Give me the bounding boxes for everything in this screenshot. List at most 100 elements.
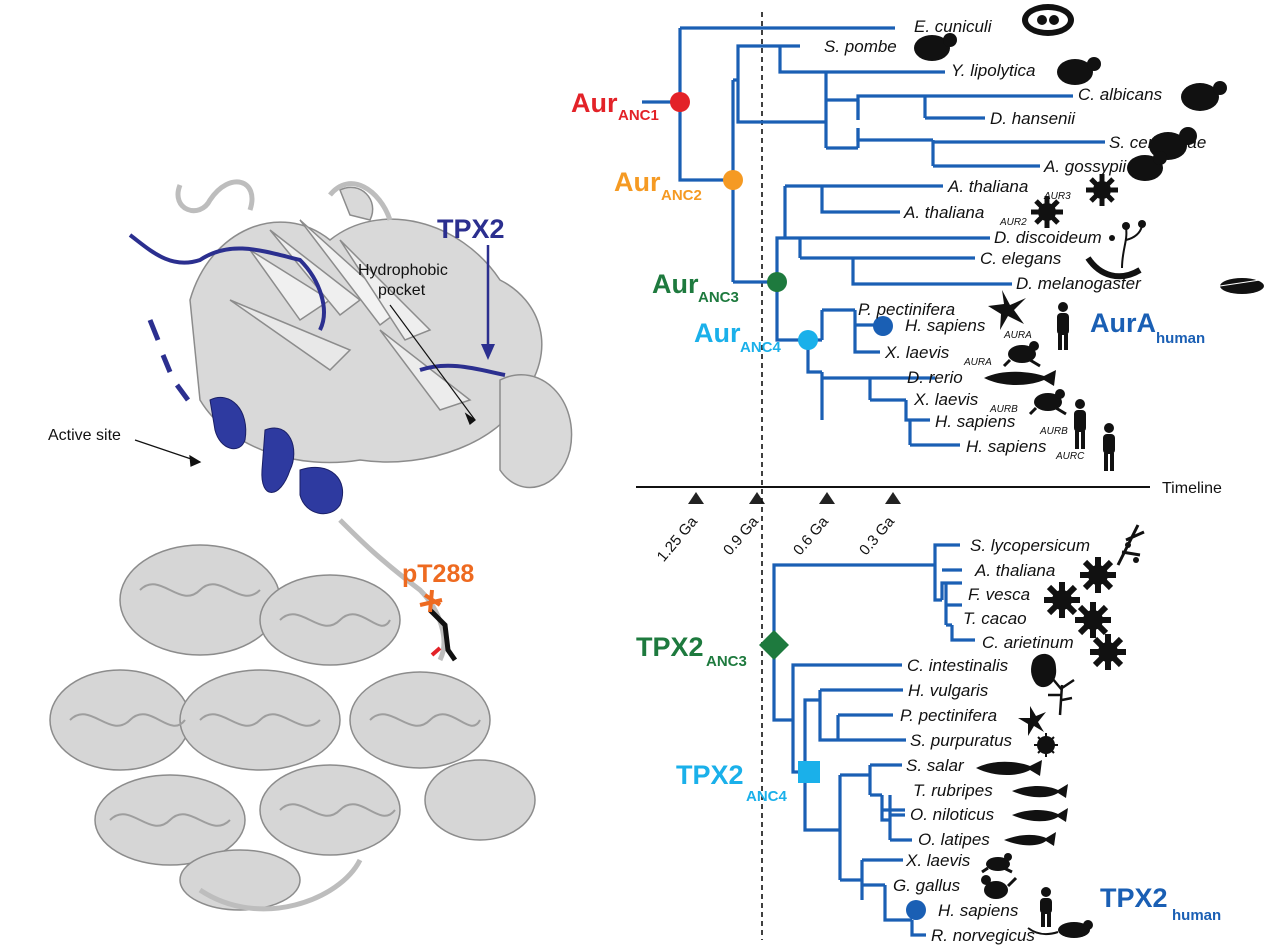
tip-x-laevis-aurb-sub: AURB: [989, 404, 1018, 415]
tip-e-cuniculi: E. cuniculi: [914, 17, 993, 36]
tip-g-gallus: G. gallus: [893, 876, 961, 895]
tip-d-rerio: D. rerio: [907, 368, 963, 387]
tip-a-thaliana-aur3: A. thaliana: [947, 177, 1028, 196]
tip-d-discoideum: D. discoideum: [994, 228, 1102, 247]
tip-h-sapiens-aurc-sub: AURC: [1055, 451, 1085, 462]
tip-t-cacao: T. cacao: [963, 609, 1027, 628]
tip-o-niloticus: O. niloticus: [910, 805, 995, 824]
aura-human-label: AurA human: [1090, 308, 1205, 347]
human-icon: [1103, 423, 1115, 471]
svg-text:ANC2: ANC2: [661, 187, 702, 204]
tip-o-latipes: O. latipes: [918, 830, 990, 849]
fish-icon: [984, 370, 1056, 386]
tpx2-anc3-node: [759, 630, 789, 660]
svg-text:human: human: [1172, 907, 1221, 924]
yeast-icon: [914, 33, 957, 61]
human-icon: [1057, 302, 1069, 350]
pt288-residue: [419, 589, 458, 662]
anc4-node: [798, 330, 818, 350]
tip-h-vulgaris: H. vulgaris: [908, 681, 989, 700]
tip-x-laevis-aura-sub: AURA: [963, 357, 992, 368]
svg-text:ANC4: ANC4: [740, 339, 781, 356]
tip-f-vesca: F. vesca: [968, 585, 1030, 604]
starfish-icon: [1018, 706, 1046, 736]
yeast-icon: [1181, 81, 1227, 111]
tip-y-lipolytica: Y. lipolytica: [951, 61, 1035, 80]
tick-0-3-ga: 0.3 Ga: [856, 513, 898, 559]
sea-squirt-icon: [1031, 653, 1057, 688]
rat-icon: [1027, 920, 1093, 938]
tip-s-lycopersicum: S. lycopersicum: [970, 536, 1090, 555]
svg-text:TPX2: TPX2: [1100, 883, 1168, 913]
tip-d-melanogaster: D. melanogaster: [1016, 274, 1142, 293]
timeline-ticks: [688, 492, 901, 504]
tip-p-pectinifera-tpx2: P. pectinifera: [900, 706, 997, 725]
svg-text:TPX2: TPX2: [636, 632, 704, 662]
tip-a-gossypii: A. gossypii: [1043, 157, 1127, 176]
tick-1-25-ga: 1.25 Ga: [654, 513, 702, 565]
tip-a-thaliana-aur3-sub: AUR3: [1043, 191, 1071, 202]
aur-anc1-label: Aur ANC1: [571, 88, 659, 124]
tpx2-tip-labels: S. lycopersicum A. thaliana F. vesca T. …: [893, 536, 1090, 945]
tip-s-salar: S. salar: [906, 756, 965, 775]
frog-icon: [1028, 389, 1067, 416]
aur-anc2-label: Aur ANC2: [614, 167, 702, 204]
plant-flower-icon: [1075, 602, 1111, 638]
plant-flower-icon: [1086, 174, 1118, 206]
aur-anc4-label: Aur ANC4: [694, 318, 781, 356]
tpx2-tree-branches: [772, 543, 975, 937]
timeline-label: Timeline: [1162, 480, 1222, 497]
tip-p-pectinifera: P. pectinifera: [858, 300, 955, 319]
aur-anc3-label: Aur ANC3: [652, 269, 739, 306]
tpx2-tree: TPX2 ANC3 TPX2 ANC4 TPX2 human S. lycope…: [636, 524, 1221, 945]
tip-d-hansenii: D. hansenii: [990, 109, 1076, 128]
tip-x-laevis-tpx2: X. laevis: [905, 851, 971, 870]
svg-text:ANC1: ANC1: [618, 107, 659, 124]
tip-h-sapiens-aurc: H. sapiens: [966, 437, 1047, 456]
aurora-tree: Aur ANC1 Aur ANC2 Aur ANC3 Aur ANC4 AurA…: [571, 4, 1264, 471]
tick-0-6-ga: 0.6 Ga: [790, 513, 832, 559]
svg-text:Aur: Aur: [614, 167, 661, 197]
active-site-label: Active site: [48, 427, 121, 444]
tpx2-structure-label: TPX2: [437, 214, 505, 244]
tip-h-sapiens-tpx2: H. sapiens: [938, 901, 1019, 920]
annotation-arrows: [134, 304, 477, 467]
tip-a-thaliana-aur2-sub: AUR2: [999, 217, 1027, 228]
tpx2-silhouettes: [976, 524, 1145, 938]
svg-text:ANC3: ANC3: [706, 653, 747, 670]
frog-icon: [981, 853, 1013, 874]
anc1-node: [670, 92, 690, 112]
tpx2-anc4-node: [798, 761, 820, 783]
tip-c-intestinalis: C. intestinalis: [907, 656, 1009, 675]
tick-0-9-ga: 0.9 Ga: [720, 513, 762, 559]
tip-x-laevis-aura: X. laevis: [884, 343, 950, 362]
tip-h-sapiens-aurb-sub: AURB: [1039, 426, 1068, 437]
tip-h-sapiens-aurb: H. sapiens: [935, 412, 1016, 431]
fish-icon: [976, 760, 1042, 776]
svg-text:Aur: Aur: [571, 88, 618, 118]
n-lobe: [189, 186, 573, 489]
fish-icon: [1012, 784, 1068, 798]
plant-flower-icon: [1044, 582, 1080, 618]
tpx2-anc4-label: TPX2 ANC4: [676, 760, 787, 805]
tip-t-rubripes: T. rubripes: [913, 781, 993, 800]
slime-mold-icon: [1109, 220, 1146, 269]
hydrophobic-pocket-label-2: pocket: [378, 282, 426, 299]
plant-flower-icon: [1031, 196, 1063, 228]
svg-text:human: human: [1156, 330, 1205, 347]
worm-icon: [1085, 256, 1142, 280]
tip-c-elegans: C. elegans: [980, 249, 1062, 268]
yeast-icon: [1057, 57, 1101, 85]
tpx2-anc3-label: TPX2 ANC3: [636, 632, 747, 670]
tip-c-arietinum: C. arietinum: [982, 633, 1074, 652]
fly-icon: [1219, 278, 1264, 294]
tip-s-pombe: S. pombe: [824, 37, 897, 56]
svg-text:Aur: Aur: [652, 269, 699, 299]
anc3-node: [767, 272, 787, 292]
tip-h-sapiens-aura: H. sapiens: [905, 316, 986, 335]
human-icon: [1074, 399, 1086, 449]
aura-human-node: [873, 316, 893, 336]
anc2-node: [723, 170, 743, 190]
c-lobe: [49, 544, 536, 911]
